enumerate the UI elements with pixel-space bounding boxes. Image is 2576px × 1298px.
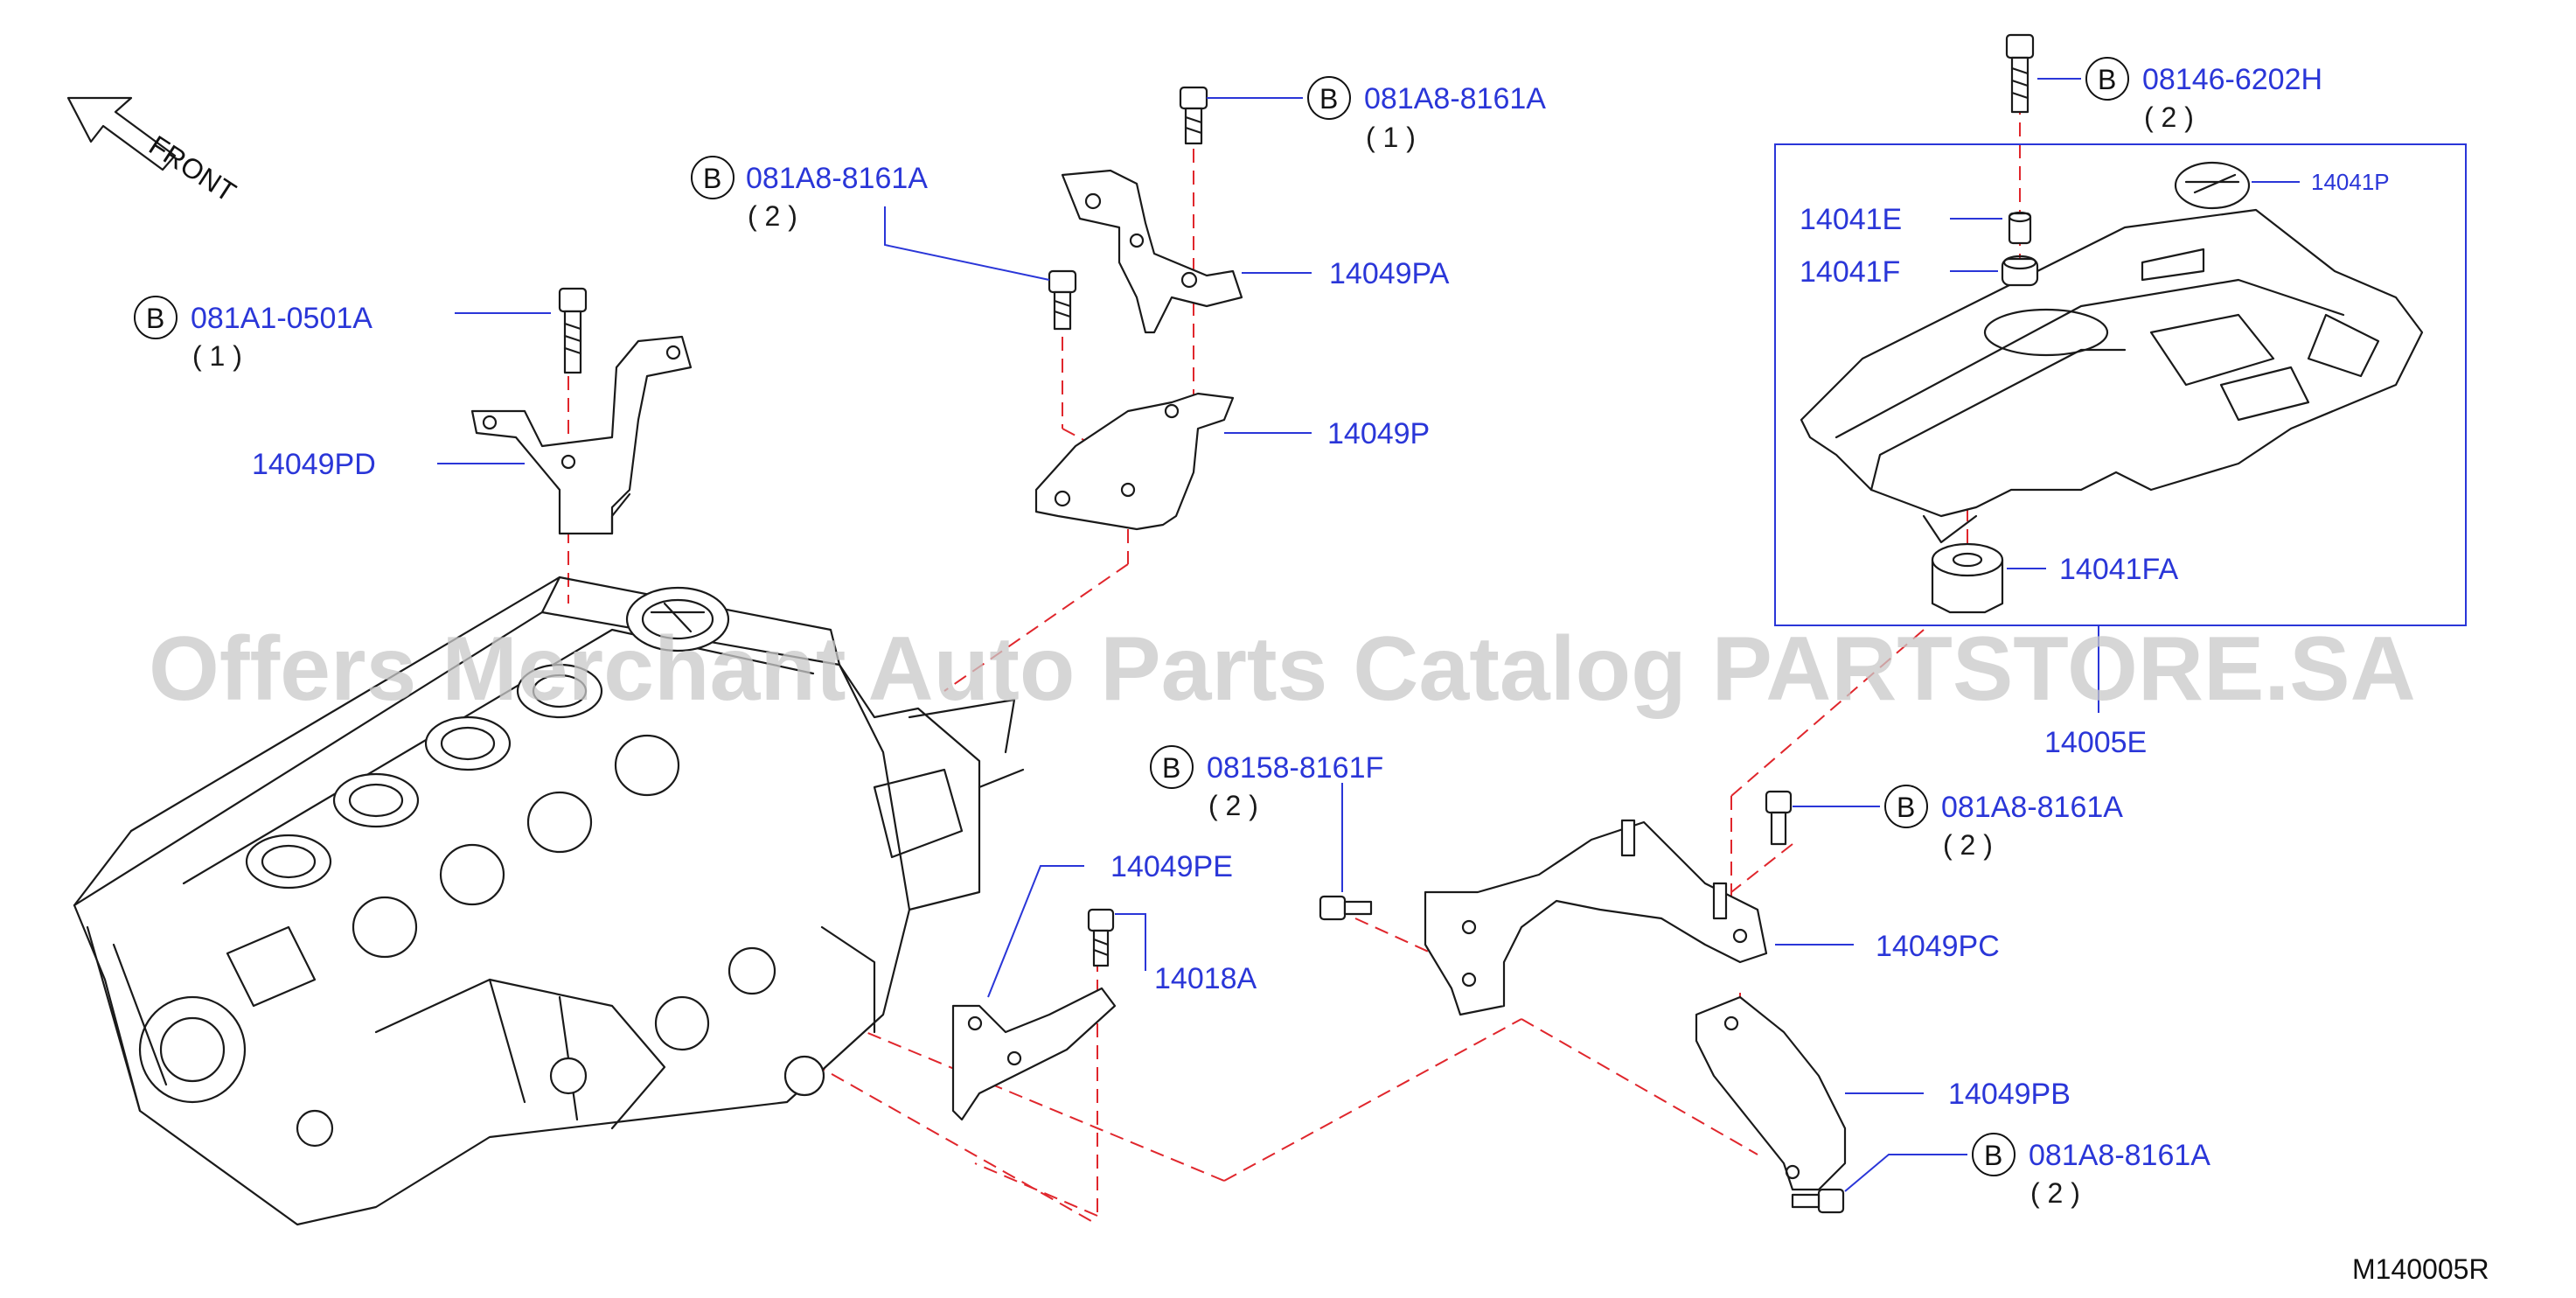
bracket-14049PA-illustration <box>1061 169 1243 334</box>
callout-part-number: 081A1-0501A <box>191 302 372 335</box>
part-label-14049P: 14049P <box>1327 417 1430 450</box>
callout-quantity: ( 1 ) <box>1366 122 1416 153</box>
grommet-14041E-icon <box>2008 211 2032 245</box>
bolt-marker: B <box>2098 64 2116 95</box>
callout-quantity: ( 2 ) <box>2144 101 2194 133</box>
callout-part-number: 081A8-8161A <box>746 162 928 195</box>
callout-081A8-8161A-top: B 081A8-8161A ( 1 ) <box>1307 76 1546 153</box>
grommet-14041FA-icon <box>1931 542 2004 614</box>
front-label: FRONT <box>143 129 241 208</box>
bracket-14049P-illustration <box>1034 392 1235 531</box>
callout-081A1-0501A: B 081A1-0501A ( 1 ) <box>134 296 372 372</box>
callout-quantity: ( 2 ) <box>1943 829 1993 861</box>
cylinder-head-illustration <box>73 576 1025 1226</box>
bolt-marker: B <box>1897 792 1915 823</box>
bracket-14049PE-illustration <box>951 987 1117 1121</box>
bracket-14049PD-illustration <box>470 335 693 535</box>
part-label-14041P: 14041P <box>2311 169 2390 195</box>
part-label-14049PC: 14049PC <box>1876 930 2000 963</box>
bracket-14049PC-illustration <box>1424 819 1768 1016</box>
callout-quantity: ( 1 ) <box>192 340 242 372</box>
bolt-08158-8161F-icon <box>1319 895 1373 921</box>
callout-quantity: ( 2 ) <box>1208 790 1258 821</box>
part-label-14041F: 14041F <box>1800 255 1900 289</box>
front-arrow-icon <box>66 96 177 171</box>
bolt-marker: B <box>1162 752 1180 784</box>
part-label-14041FA: 14041FA <box>2059 553 2178 586</box>
part-label-14049PA: 14049PA <box>1329 257 1450 290</box>
bolt-marker: B <box>703 163 721 194</box>
part-label-14018A: 14018A <box>1154 962 1257 995</box>
bolt-081A8-8161A-right-icon <box>1765 790 1793 846</box>
callout-part-number: 08158-8161F <box>1207 751 1383 785</box>
callout-quantity: ( 2 ) <box>748 200 797 232</box>
bolt-081A8-8161A-top-icon <box>1179 86 1208 145</box>
bracket-14049PB-illustration <box>1695 995 1847 1191</box>
callout-quantity: ( 2 ) <box>2030 1177 2080 1209</box>
bolt-081A1-0501A-icon <box>558 287 588 374</box>
oil-cap-14041P-icon <box>2174 161 2251 210</box>
bolt-081A8-8161A-mid-icon <box>1048 269 1077 331</box>
part-label-14041E: 14041E <box>1800 203 1902 236</box>
part-label-14049PB: 14049PB <box>1948 1078 2071 1111</box>
callout-part-number: 081A8-8161A <box>2029 1139 2210 1172</box>
callout-part-number: 081A8-8161A <box>1941 791 2123 824</box>
callout-081A8-8161A-bottom: B 081A8-8161A ( 2 ) <box>1972 1133 2210 1209</box>
callout-part-number: 081A8-8161A <box>1364 82 1546 115</box>
part-label-14049PD: 14049PD <box>252 448 376 481</box>
bolt-marker: B <box>1984 1140 2002 1171</box>
bolt-081A8-8161A-bottom-icon <box>1791 1188 1845 1214</box>
leader-lines <box>437 78 2300 1192</box>
bolt-marker: B <box>1319 83 1338 115</box>
part-label-14049PE: 14049PE <box>1110 850 1233 883</box>
callout-081A8-8161A-right: B 081A8-8161A ( 2 ) <box>1884 785 2123 861</box>
diagram-code: M140005R <box>2352 1253 2489 1285</box>
bolt-marker: B <box>146 303 164 334</box>
engine-cover-group-frame <box>1774 143 2467 626</box>
grommet-14041F-icon <box>2001 255 2039 287</box>
callout-08146-6202H: B 08146-6202H ( 2 ) <box>2085 57 2322 133</box>
watermark: Offers Merchant Auto Parts Catalog PARTS… <box>149 618 2416 720</box>
callout-part-number: 08146-6202H <box>2142 63 2322 96</box>
engine-cover-14005E-illustration <box>1800 208 2424 544</box>
bolt-14018A-icon <box>1087 908 1115 967</box>
part-label-14005E: 14005E <box>2044 726 2147 759</box>
callout-08158-8161F: B 08158-8161F ( 2 ) <box>1150 745 1383 821</box>
callout-081A8-8161A-left: B 081A8-8161A ( 2 ) <box>691 156 928 232</box>
bolt-08146-6202H-icon <box>2005 33 2035 114</box>
